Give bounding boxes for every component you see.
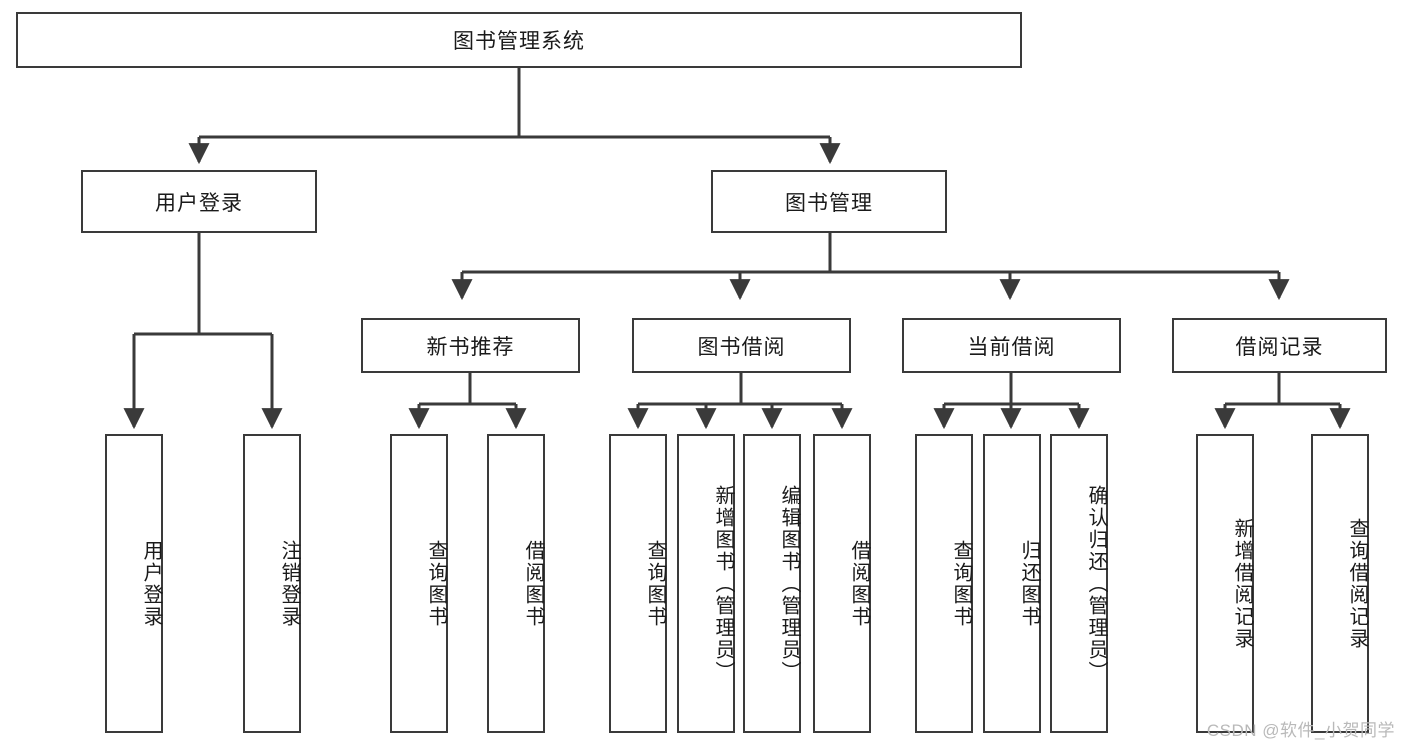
node-label: 查询图书 xyxy=(644,539,666,628)
node-leaf-query-borrow-record[interactable]: 查询借阅记录 xyxy=(1311,434,1369,733)
node-user-login[interactable]: 用户登录 xyxy=(81,170,317,233)
node-leaf-add-book-admin[interactable]: 新增图书（管理员） xyxy=(677,434,735,733)
node-label: 用户登录 xyxy=(155,191,243,215)
node-leaf-logout[interactable]: 注销登录 xyxy=(243,434,301,733)
node-label: 查询图书 xyxy=(950,539,972,628)
node-label: 用户登录 xyxy=(140,539,162,628)
node-label: 图书借阅 xyxy=(697,335,786,359)
node-borrow-records[interactable]: 借阅记录 xyxy=(1172,318,1387,373)
node-leaf-borrow-books[interactable]: 借阅图书 xyxy=(813,434,871,733)
node-label: 查询借阅记录 xyxy=(1346,517,1368,650)
node-label: 新书推荐 xyxy=(426,335,515,359)
node-label: 归还图书 xyxy=(1018,539,1040,628)
node-leaf-edit-book-admin[interactable]: 编辑图书（管理员） xyxy=(743,434,801,733)
node-leaf-query-books-current[interactable]: 查询图书 xyxy=(915,434,973,733)
node-label: 当前借阅 xyxy=(967,335,1056,359)
node-leaf-query-books-recommend[interactable]: 查询图书 xyxy=(390,434,448,733)
node-label: 新增借阅记录 xyxy=(1231,517,1253,650)
node-leaf-confirm-return-admin[interactable]: 确认归还（管理员） xyxy=(1050,434,1108,733)
node-book-borrow[interactable]: 图书借阅 xyxy=(632,318,851,373)
node-label: 借阅记录 xyxy=(1235,335,1324,359)
node-leaf-add-borrow-record[interactable]: 新增借阅记录 xyxy=(1196,434,1254,733)
node-leaf-user-login[interactable]: 用户登录 xyxy=(105,434,163,733)
node-label: 确认归还（管理员） xyxy=(1085,484,1107,683)
node-label: 借阅图书 xyxy=(522,539,544,628)
node-label: 注销登录 xyxy=(278,539,300,628)
node-leaf-return-books[interactable]: 归还图书 xyxy=(983,434,1041,733)
node-label: 编辑图书（管理员） xyxy=(778,484,800,683)
node-current-borrow[interactable]: 当前借阅 xyxy=(902,318,1121,373)
node-label: 借阅图书 xyxy=(848,539,870,628)
node-new-book-recommend[interactable]: 新书推荐 xyxy=(361,318,580,373)
node-root-book-management-system[interactable]: 图书管理系统 xyxy=(16,12,1022,68)
node-book-management[interactable]: 图书管理 xyxy=(711,170,947,233)
node-label: 查询图书 xyxy=(425,539,447,628)
node-leaf-query-books-borrow[interactable]: 查询图书 xyxy=(609,434,667,733)
node-label: 图书管理 xyxy=(785,191,873,215)
node-label: 新增图书（管理员） xyxy=(712,484,734,683)
node-leaf-borrow-books-recommend[interactable]: 借阅图书 xyxy=(487,434,545,733)
csdn-watermark: CSDN @软件_小贺同学 xyxy=(1206,721,1395,740)
node-label: 图书管理系统 xyxy=(453,30,585,53)
